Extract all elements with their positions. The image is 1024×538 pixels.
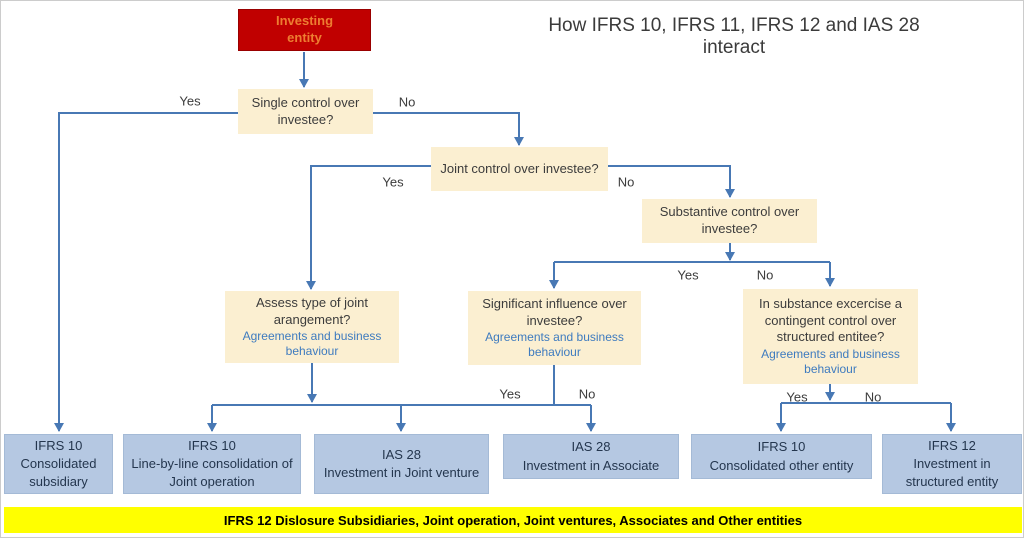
decision-assess-joint-arrangement: Assess type of joint arangement? Agreeme… bbox=[225, 291, 399, 363]
note-text: Agreements and business behaviour bbox=[242, 329, 382, 359]
outcome-ias28-associate: IAS 28 Investment in Associate bbox=[503, 434, 679, 479]
question-text: Substantive control over investee? bbox=[659, 204, 800, 236]
edge-label-yes-joint-control: Yes bbox=[382, 174, 404, 190]
question-text: Assess type of joint arangement? bbox=[256, 294, 368, 327]
edge-label-yes-substantive-control: Yes bbox=[677, 267, 699, 283]
connector-single-no bbox=[373, 112, 524, 146]
decision-joint-control: Joint control over investee? bbox=[431, 147, 608, 191]
question-text: Joint control over investee? bbox=[440, 160, 599, 176]
edge-label-yes-single-control: Yes bbox=[179, 93, 201, 109]
outcome-ias28-joint-venture: IAS 28 Investment in Joint venture bbox=[314, 434, 489, 494]
edge-label-yes-significant-influence: Yes bbox=[499, 386, 521, 402]
outcome-description: Consolidated subsidiary bbox=[20, 455, 97, 490]
outcome-description: Investment in structured entity bbox=[905, 455, 999, 490]
banner-text: IFRS 12 Dislosure Subsidiaries, Joint op… bbox=[223, 512, 803, 528]
edge-label-no-substantive-control: No bbox=[756, 267, 774, 283]
outcome-description: Investment in Associate bbox=[522, 457, 660, 473]
outcome-standard: IFRS 10 bbox=[34, 437, 83, 453]
ifrs12-disclosure-banner: IFRS 12 Dislosure Subsidiaries, Joint op… bbox=[4, 507, 1022, 533]
decision-significant-influence: Significant influence over investee? Agr… bbox=[468, 291, 641, 365]
note-text: Agreements and business behaviour bbox=[761, 347, 900, 377]
outcome-standard: IAS 28 bbox=[381, 446, 422, 462]
decision-single-control: Single control over investee? bbox=[238, 89, 373, 134]
edge-label-no-in-substance: No bbox=[864, 389, 882, 405]
question-text: Single control over investee? bbox=[251, 94, 360, 127]
outcome-ifrs12-structured-entity: IFRS 12 Investment in structured entity bbox=[882, 434, 1022, 494]
question-text: In substance excercise a contingent cont… bbox=[758, 295, 903, 345]
outcome-ifrs10-consolidated-subsidiary: IFRS 10 Consolidated subsidiary bbox=[4, 434, 113, 494]
connector-single-yes bbox=[54, 112, 238, 432]
outcome-description: Consolidated other entity bbox=[709, 457, 854, 473]
outcome-description: Investment in Joint venture bbox=[323, 465, 480, 480]
note-text: Agreements and business behaviour bbox=[485, 330, 624, 360]
outcome-standard: IAS 28 bbox=[571, 439, 611, 455]
outcome-ifrs10-line-by-line-consolidation: IFRS 10 Line-by-line consolidation of Jo… bbox=[123, 434, 301, 494]
outcome-ifrs10-other-entity: IFRS 10 Consolidated other entity bbox=[691, 434, 872, 479]
node-investing-entity: Investing entity bbox=[238, 9, 371, 51]
outcome-description: Line-by-line consolidation of Joint oper… bbox=[131, 455, 293, 490]
outcome-standard: IFRS 10 bbox=[188, 437, 236, 453]
edge-label-no-joint-control: No bbox=[617, 174, 635, 190]
edge-label-yes-in-substance: Yes bbox=[786, 389, 808, 405]
connector-joint-yes bbox=[306, 165, 431, 290]
outcome-standard: IFRS 10 bbox=[757, 439, 806, 455]
outcome-standard: IFRS 12 bbox=[928, 437, 976, 453]
decision-in-substance-contingent-control: In substance excercise a contingent cont… bbox=[743, 289, 918, 384]
decision-substantive-control: Substantive control over investee? bbox=[642, 199, 817, 243]
investing-entity-label: Investing entity bbox=[275, 13, 334, 45]
question-text: Significant influence over investee? bbox=[482, 295, 627, 328]
diagram-title: How IFRS 10, IFRS 11, IFRS 12 and IAS 28… bbox=[548, 15, 920, 58]
edge-label-no-single-control: No bbox=[398, 94, 416, 110]
edge-label-no-significant-influence: No bbox=[578, 386, 596, 402]
